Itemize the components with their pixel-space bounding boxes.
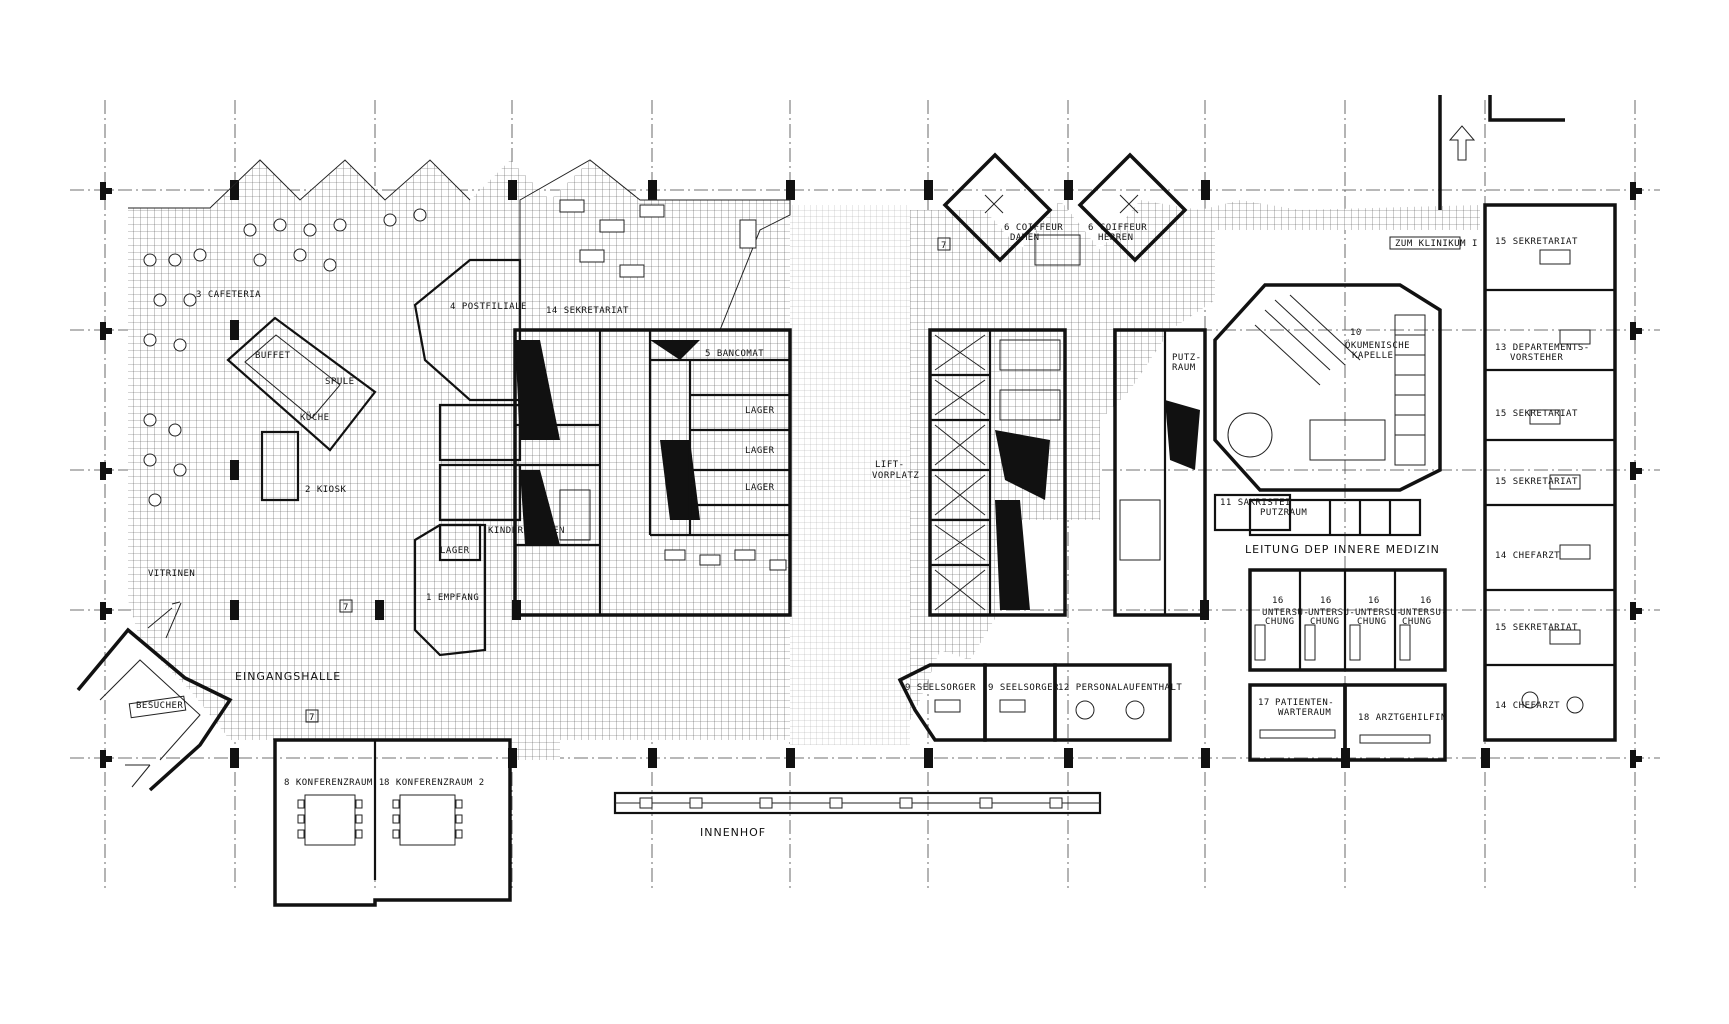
label-lager-1: LAGER — [745, 406, 775, 416]
label-chefarzt-a: 14 CHEFARZT — [1495, 551, 1560, 561]
label-chung-4: CHUNG — [1402, 617, 1432, 627]
label-besucher: BESUCHER — [136, 701, 183, 711]
tag-7-a: 7 — [941, 241, 947, 251]
konferenz-block: 8 KONFERENZRAUM 1 8 KONFERENZRAUM 2 — [273, 738, 512, 907]
label-sek15-d: 15 SEKRETARIAT — [1495, 623, 1578, 633]
cafeteria-area: 3 CAFETERIA BUFFET SPULE KÜCHE 2 KIOSK V… — [128, 159, 471, 579]
label-spule: SPULE — [325, 377, 355, 387]
label-leitung: LEITUNG DEP INNERE MEDIZIN — [1245, 543, 1440, 556]
label-chefarzt-b: 14 CHEFARZT — [1495, 701, 1560, 711]
sekretariat-north: 14 SEKRETARIAT — [519, 159, 791, 331]
label-departement-2: VORSTEHER — [1510, 353, 1563, 363]
label-untersuchung-2: UNTERSU- — [1308, 608, 1355, 618]
label-untersuchung-4-num: 16 — [1420, 596, 1432, 606]
label-damen: DAMEN — [1010, 233, 1040, 243]
core-central — [928, 328, 1067, 617]
label-patienten-num: 17 — [1258, 698, 1270, 708]
label-coiffeur-damen: 6 COIFFEUR — [1004, 223, 1063, 233]
label-putzraum: PUTZRAUM — [1260, 508, 1307, 518]
label-sakristei: 11 SAKRISTEI — [1220, 498, 1291, 508]
label-chung-2: CHUNG — [1310, 617, 1340, 627]
label-kapelle-1: ÖKUMENISCHE — [1345, 340, 1410, 351]
label-konferenz-1: 8 KONFERENZRAUM 1 — [284, 778, 385, 788]
label-bancomat: 5 BANCOMAT — [705, 349, 764, 359]
core-west: 5 BANCOMAT LAGER LAGER LAGER — [513, 328, 792, 617]
label-raum-top: RAUM — [1172, 363, 1196, 373]
label-seelsorger-2: 9 SEELSORGER — [988, 683, 1059, 693]
label-sek15-b: 15 SEKRETARIAT — [1495, 409, 1578, 419]
label-untersuchung-1: UNTERSU- — [1262, 608, 1309, 618]
floor-paving — [128, 160, 1480, 760]
columns — [100, 180, 1642, 768]
lift-lobby: LIFT- VORPLATZ — [872, 460, 919, 481]
label-eingangshalle: EINGANGSHALLE — [235, 670, 341, 683]
label-chung-1: CHUNG — [1265, 617, 1295, 627]
core-east: PUTZ- RAUM — [1113, 328, 1207, 617]
label-sek15-c: 15 SEKRETARIAT — [1495, 477, 1578, 487]
label-untersuchung-3-num: 16 — [1368, 596, 1380, 606]
label-konferenz-2: 8 KONFERENZRAUM 2 — [384, 778, 485, 788]
leitung-block: 11 SAKRISTEI PUTZRAUM LEITUNG DEP INNERE… — [1213, 493, 1447, 762]
seelsorger-block: 9 SEELSORGER 9 SEELSORGER 12 PERSONALAUF… — [897, 663, 1182, 742]
label-untersuchung-4: UNTERSU- — [1400, 608, 1447, 618]
label-putzraum-top: PUTZ- — [1172, 353, 1202, 363]
tag-markers: 7 7 7 — [305, 237, 951, 723]
label-vorplatz: VORPLATZ — [872, 471, 919, 481]
label-kiosk: 2 KIOSK — [305, 485, 347, 495]
label-patienten-1: PATIENTEN- — [1275, 698, 1334, 708]
label-herren: HERREN — [1098, 233, 1134, 243]
innenhof: INNENHOF — [613, 791, 1102, 839]
label-kuche: KÜCHE — [300, 412, 330, 423]
coiffeur: 6 COIFFEUR DAMEN 6 COIFFEUR HERREN — [942, 152, 1188, 266]
entrance-area: BESUCHER EINGANGSHALLE — [76, 601, 341, 792]
label-sek15-a: 15 SEKRETARIAT — [1495, 237, 1578, 247]
label-vitrinen: VITRINEN — [148, 569, 195, 579]
label-lager-left: LAGER — [440, 546, 470, 556]
label-sekretariat-14: 14 SEKRETARIAT — [546, 306, 629, 316]
label-lager-2: LAGER — [745, 446, 775, 456]
tag-7-b: 7 — [343, 603, 349, 613]
label-kapelle-num: 10 — [1350, 328, 1362, 338]
east-wing: ZUM KLINIKUM I 15 SEKRETARIAT 13 DEPARTE… — [1389, 95, 1617, 742]
label-untersuchung-3: UNTERSU- — [1355, 608, 1402, 618]
tag-7-c: 7 — [309, 713, 315, 723]
label-departement-1: 13 DEPARTEMENTS- — [1495, 343, 1590, 353]
label-coiffeur-herren: 6 COIFFEUR — [1088, 223, 1147, 233]
label-empfang: 1 EMPFANG — [426, 593, 479, 603]
label-untersuchung-1-num: 16 — [1272, 596, 1284, 606]
label-arztgehilfin: 18 ARZTGEHILFIN — [1358, 713, 1447, 723]
label-chung-3: CHUNG — [1357, 617, 1387, 627]
label-buffet: BUFFET — [255, 351, 291, 361]
label-lager-3: LAGER — [745, 483, 775, 493]
label-zum-klinikum: ZUM KLINIKUM I — [1395, 239, 1478, 249]
label-postfiliale: 4 POSTFILIALE — [450, 302, 527, 312]
label-cafeteria: 3 CAFETERIA — [196, 290, 261, 300]
label-untersuchung-2-num: 16 — [1320, 596, 1332, 606]
label-patienten-2: WARTERAUM — [1278, 708, 1331, 718]
chapel: 10 ÖKUMENISCHE KAPELLE — [1213, 283, 1442, 492]
label-personal: 12 PERSONALAUFENTHALT — [1058, 683, 1182, 693]
label-kapelle-2: KAPELLE — [1352, 351, 1393, 361]
label-lift: LIFT- — [875, 460, 905, 470]
label-seelsorger-1: 9 SEELSORGER — [905, 683, 976, 693]
label-innenhof: INNENHOF — [700, 826, 766, 839]
